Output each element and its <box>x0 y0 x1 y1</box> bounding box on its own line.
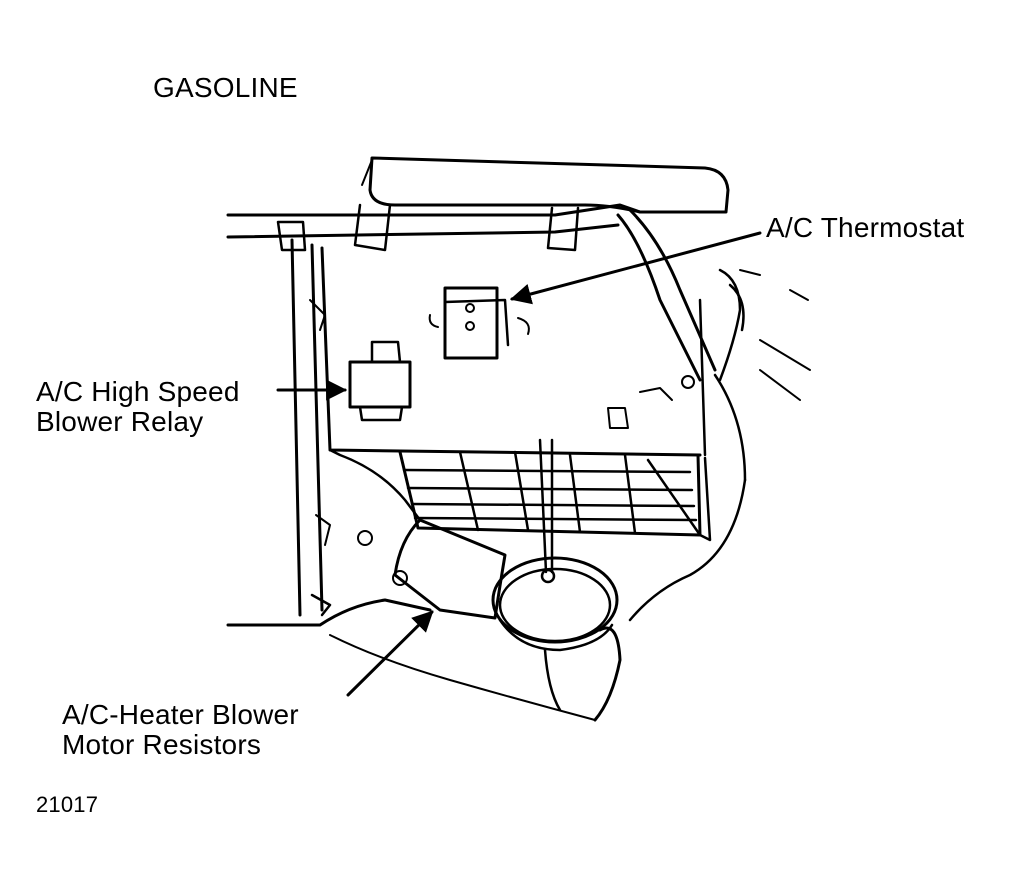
relay-label-line1: A/C High Speed <box>36 376 240 407</box>
leader-arrows <box>276 231 762 697</box>
housing-cover <box>361 156 730 214</box>
housing-panel <box>320 246 707 522</box>
screws <box>357 375 695 546</box>
side-strap <box>616 208 745 382</box>
resistors-leader <box>346 610 434 697</box>
diagram-title: GASOLINE <box>153 72 298 103</box>
blower-motor <box>491 438 619 652</box>
resistors-label: A/C-Heater Blower Motor Resistors <box>62 699 299 761</box>
relay-label-line2: Blower Relay <box>36 406 204 438</box>
relay-label: A/C High Speed Blower Relay <box>36 376 240 438</box>
upper-tube <box>226 203 642 252</box>
resistors-label-line1: A/C-Heater Blower <box>62 699 299 730</box>
resistor-housing <box>392 518 507 620</box>
thermostat-leader <box>509 231 762 305</box>
resistors-label-line2: Motor Resistors <box>62 729 262 761</box>
figure-number: 21017 <box>36 792 99 817</box>
relay-part <box>348 340 412 422</box>
lower-duct <box>226 269 811 722</box>
thermostat-label: A/C Thermostat <box>766 212 965 243</box>
thermostat-part <box>428 286 530 360</box>
blower-grille <box>398 450 712 542</box>
